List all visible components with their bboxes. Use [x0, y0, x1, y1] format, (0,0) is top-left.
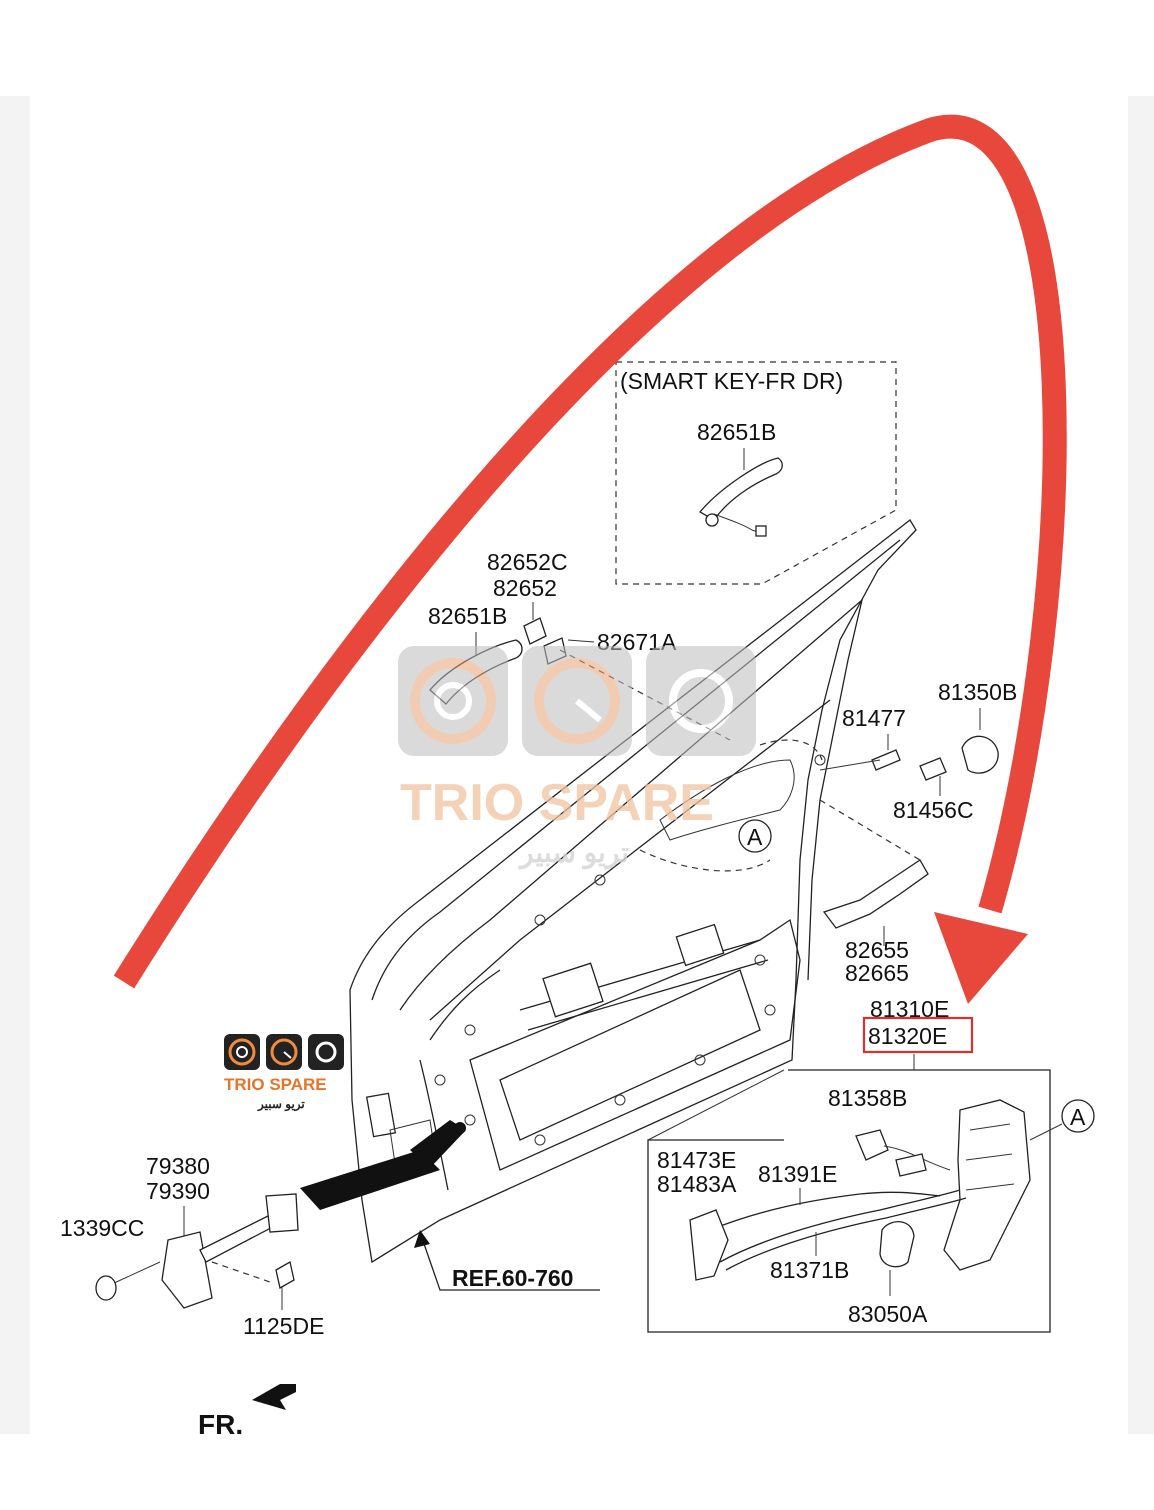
front-direction: FR.: [198, 1384, 296, 1440]
label-81371B: 81371B: [770, 1257, 849, 1283]
label-83050A: 83050A: [848, 1301, 928, 1327]
handle-cap: [523, 617, 547, 645]
highlight-box-81320E: [862, 1016, 974, 1054]
ref-label: REF.60-760: [452, 1265, 573, 1291]
label-81477: 81477: [842, 705, 906, 731]
callout-a-lower-label: A: [1070, 1104, 1086, 1130]
sensor-81358B: [855, 1129, 889, 1161]
label-1125DE: 1125DE: [243, 1313, 324, 1339]
label-82652C: 82652C: [487, 549, 568, 575]
label-81483A: 81483A: [657, 1171, 737, 1197]
door-frame: [349, 519, 917, 1264]
smart-key-box: (SMART KEY-FR DR) 82651B: [615, 361, 897, 585]
label-79390: 79390: [146, 1178, 210, 1204]
watermark-small-arabic: تريو سبير: [257, 1097, 305, 1112]
right-parts: 81477 81350B 81456C A 82655 82665 81310E…: [738, 679, 1017, 1070]
watermark-small-logo: [224, 1034, 344, 1070]
label-81391E: 81391E: [758, 1161, 837, 1187]
nut-1339CC: [95, 1275, 117, 1301]
label-1339CC: 1339CC: [60, 1215, 144, 1241]
label-81358B: 81358B: [828, 1085, 907, 1111]
label-82651B-top: 82651B: [697, 419, 776, 445]
bolt-81477: [871, 749, 901, 771]
left-margin-strip: [0, 96, 30, 1436]
door-latch: [943, 1099, 1031, 1271]
smart-key-handle: [699, 457, 783, 521]
watermark-logo: [398, 646, 756, 756]
check-link-stopper: [265, 1193, 299, 1233]
watermark-brand-text: TRIO SPARE: [400, 774, 714, 832]
smart-key-label: (SMART KEY-FR DR): [620, 368, 843, 394]
watermark-small-brand: TRIO SPARE: [224, 1075, 327, 1094]
label-81456C: 81456C: [893, 797, 974, 823]
inside-handle: [822, 859, 929, 929]
bottom-band: [0, 1434, 1154, 1510]
check-link-body: [161, 1231, 213, 1309]
label-81350B: 81350B: [938, 679, 1017, 705]
label-82655: 82655: [845, 937, 909, 963]
label-82665: 82665: [845, 960, 909, 986]
label-82652: 82652: [493, 575, 557, 601]
callout-a-upper-label: A: [747, 824, 763, 850]
label-81320E: 81320E: [868, 1023, 947, 1049]
red-pointer-arrow: [113, 114, 1067, 989]
striker-81350B: [961, 735, 999, 774]
red-arrowhead: [934, 912, 1028, 1004]
reference-label: REF.60-760: [414, 1230, 600, 1291]
latch-assembly-box: 81358B 81473E 81483A 81391E 81371B 83050…: [647, 1069, 1095, 1333]
bracket-81473E: [689, 1209, 729, 1281]
strap-pointer: [300, 1150, 440, 1210]
screw-81456C: [919, 757, 947, 781]
label-82651B: 82651B: [428, 603, 507, 629]
grommet-83050A: [879, 1221, 915, 1268]
label-81473E: 81473E: [657, 1147, 736, 1173]
check-link-group: 79380 79390 1339CC 1125DE: [60, 1120, 466, 1339]
right-margin-strip: [1128, 96, 1154, 1436]
callout-a-upper: [738, 819, 772, 853]
label-79380: 79380: [146, 1153, 210, 1179]
front-arrow: [252, 1384, 296, 1410]
callout-a-lower: [1061, 1099, 1095, 1133]
watermark-arabic-text: تريو سبير: [518, 837, 629, 870]
bolt-1125DE: [275, 1260, 295, 1290]
